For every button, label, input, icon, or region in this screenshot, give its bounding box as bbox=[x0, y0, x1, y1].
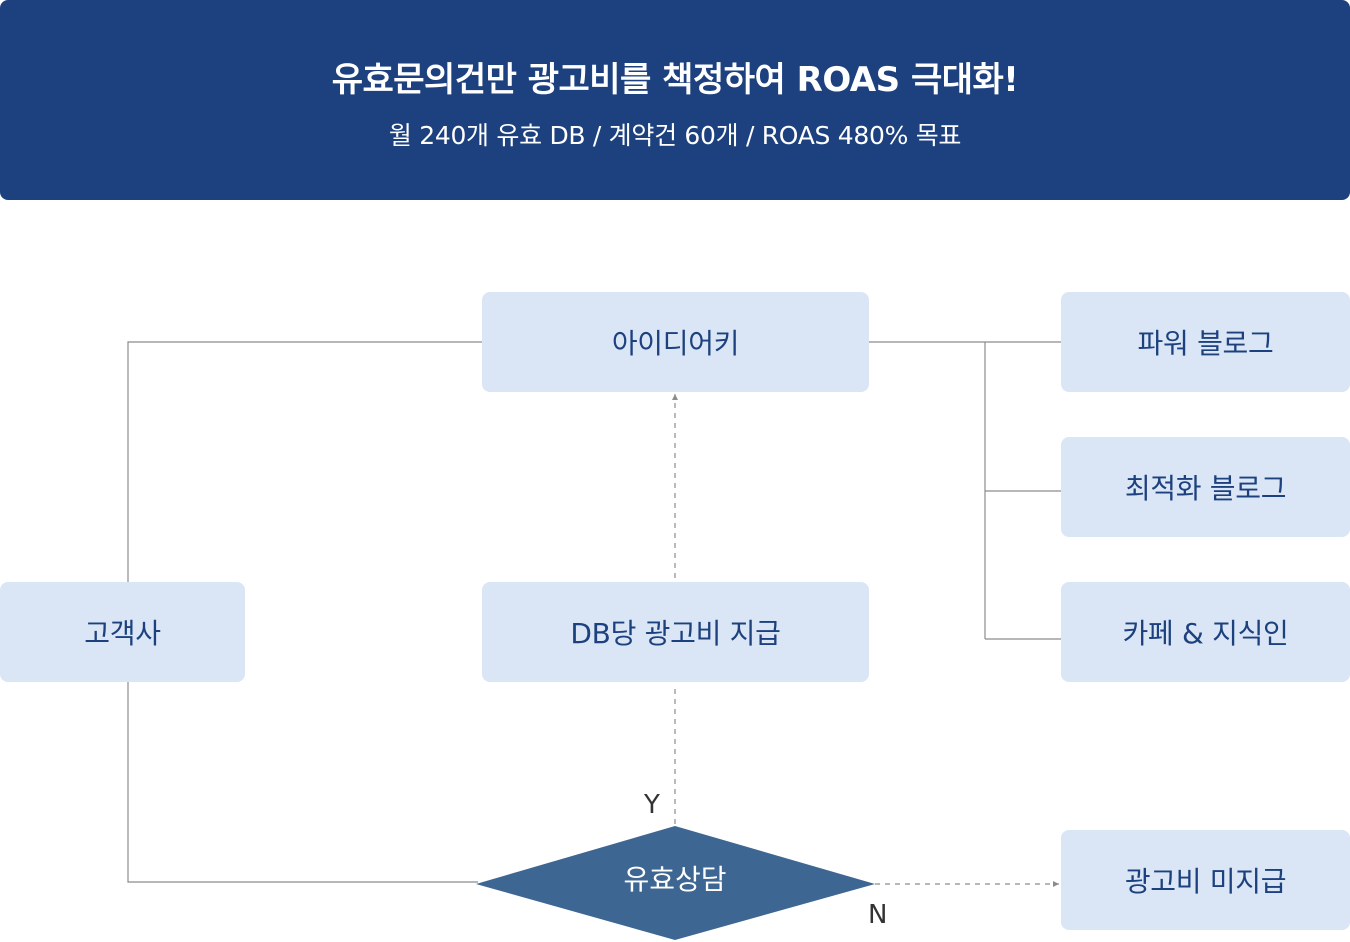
decision-label: 유효상담 bbox=[623, 863, 727, 896]
client-box: 고객사 bbox=[0, 582, 245, 682]
power-blog-box: 파워 블로그 bbox=[1061, 292, 1350, 392]
no-payment-label: 광고비 미지급 bbox=[1124, 865, 1287, 898]
client-to-decision-line bbox=[127, 682, 478, 883]
header-banner: 유효문의건만 광고비를 책정하여 ROAS 극대화! 월 240개 유효 DB … bbox=[0, 0, 1350, 200]
optimized-blog-label: 최적화 블로그 bbox=[1124, 472, 1287, 505]
cafe-kin-label: 카페 & 지식인 bbox=[1122, 617, 1289, 650]
power-blog-label: 파워 블로그 bbox=[1137, 327, 1274, 360]
pay-per-db-label: DB당 광고비 지급 bbox=[570, 617, 781, 650]
client-to-agency-line bbox=[127, 341, 482, 582]
banner-subtitle: 월 240개 유효 DB / 계약건 60개 / ROAS 480% 목표 bbox=[388, 121, 962, 150]
no-label: N bbox=[868, 900, 888, 930]
agency-box: 아이디어키 bbox=[482, 292, 869, 392]
client-label: 고객사 bbox=[84, 617, 161, 650]
yes-label: Y bbox=[644, 790, 660, 820]
agency-label: 아이디어키 bbox=[611, 327, 740, 360]
pay-per-db-box: DB당 광고비 지급 bbox=[482, 582, 869, 682]
decision-diamond bbox=[476, 826, 875, 940]
cafe-kin-box: 카페 & 지식인 bbox=[1061, 582, 1350, 682]
banner-title: 유효문의건만 광고비를 책정하여 ROAS 극대화! bbox=[331, 60, 1019, 100]
no-payment-box: 광고비 미지급 bbox=[1061, 830, 1350, 930]
optimized-blog-box: 최적화 블로그 bbox=[1061, 437, 1350, 537]
